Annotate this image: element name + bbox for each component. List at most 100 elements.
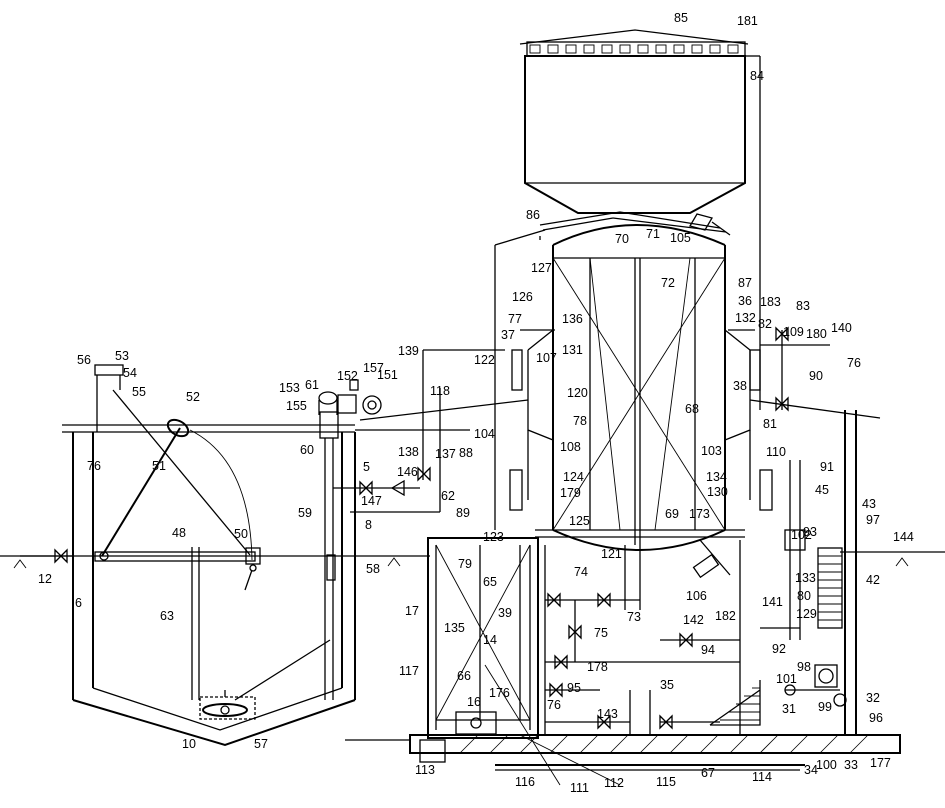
part-label: 95 [567,681,581,695]
part-label: 79 [458,557,472,571]
part-label: 125 [569,514,590,528]
part-label: 37 [501,328,515,342]
part-label: 152 [337,369,358,383]
part-label: 151 [377,368,398,382]
part-label: 114 [752,770,772,784]
part-label: 53 [115,349,129,363]
part-label: 138 [398,445,419,459]
part-label: 182 [715,609,736,623]
part-label: 113 [415,763,435,777]
part-label: 180 [806,327,827,341]
part-label: 54 [123,366,137,380]
part-label: 70 [615,232,629,246]
part-label: 124 [563,470,584,484]
part-label: 52 [186,390,200,404]
part-label: 173 [689,507,710,521]
part-label: 42 [866,573,880,587]
part-label: 117 [399,664,419,678]
part-label: 68 [685,402,699,416]
right-house [709,326,857,735]
part-label: 35 [660,678,674,692]
part-label: 100 [816,758,837,772]
part-label: 57 [254,737,268,751]
part-label: 76 [87,459,101,473]
part-label: 59 [298,506,312,520]
part-label: 98 [797,660,811,674]
part-label: 56 [77,353,91,367]
part-label: 8 [365,518,372,532]
part-label: 63 [160,609,174,623]
part-label: 132 [735,311,756,325]
part-label: 102 [791,528,812,542]
part-label: 123 [483,530,504,544]
part-label: 61 [305,378,319,392]
part-label: 12 [38,572,52,586]
part-label: 107 [536,351,557,365]
foundation [345,664,901,786]
part-label: 85 [674,11,688,25]
part-label: 112 [604,776,624,790]
part-label: 69 [665,507,679,521]
part-label: 183 [760,295,781,309]
part-label: 73 [627,610,641,624]
part-label: 90 [809,369,823,383]
part-label: 130 [707,485,728,499]
part-label: 141 [762,595,783,609]
part-label: 31 [782,702,796,716]
part-label: 87 [738,276,752,290]
part-label: 88 [459,446,473,460]
part-label: 86 [526,208,540,222]
part-label: 48 [172,526,186,540]
part-label: 81 [763,417,777,431]
part-label: 82 [758,317,772,331]
part-label: 80 [797,589,811,603]
part-label: 89 [456,506,470,520]
part-label: 33 [844,758,858,772]
main-reactor [359,211,881,551]
part-label: 157 [363,361,384,375]
part-label: 76 [547,698,561,712]
part-label: 140 [831,321,852,335]
part-label: 45 [815,483,829,497]
middle-column [318,349,505,700]
part-label: 60 [300,443,314,457]
part-label: 104 [474,427,495,441]
part-label: 116 [515,775,535,789]
part-label: 76 [847,356,861,370]
part-label: 99 [818,700,832,714]
part-label: 36 [738,294,752,308]
part-label: 67 [701,766,715,780]
part-label: 127 [531,261,552,275]
part-label: 58 [366,562,380,576]
part-label: 118 [430,384,450,398]
part-label: 51 [152,459,166,473]
part-label: 62 [441,489,455,503]
part-label: 91 [820,460,834,474]
part-label: 144 [893,530,914,544]
part-label: 5 [363,460,370,474]
part-label: 133 [795,571,816,585]
part-label: 84 [750,69,764,83]
part-label: 142 [683,613,704,627]
part-label: 101 [776,672,797,686]
part-label: 155 [286,399,307,413]
part-label: 147 [361,494,382,508]
part-label: 135 [444,621,465,635]
part-label: 106 [686,589,707,603]
part-label: 146 [397,465,418,479]
part-label: 105 [670,231,691,245]
part-label: 153 [279,381,300,395]
part-label: 129 [796,607,817,621]
part-label: 131 [562,343,583,357]
part-label: 38 [733,379,747,393]
part-label: 39 [498,606,512,620]
part-label: 94 [701,643,715,657]
part-label: 109 [783,325,804,339]
part-label: 55 [132,385,146,399]
part-label: 96 [869,711,883,725]
part-label: 75 [594,626,608,640]
part-label: 32 [866,691,880,705]
part-label: 14 [483,633,497,647]
